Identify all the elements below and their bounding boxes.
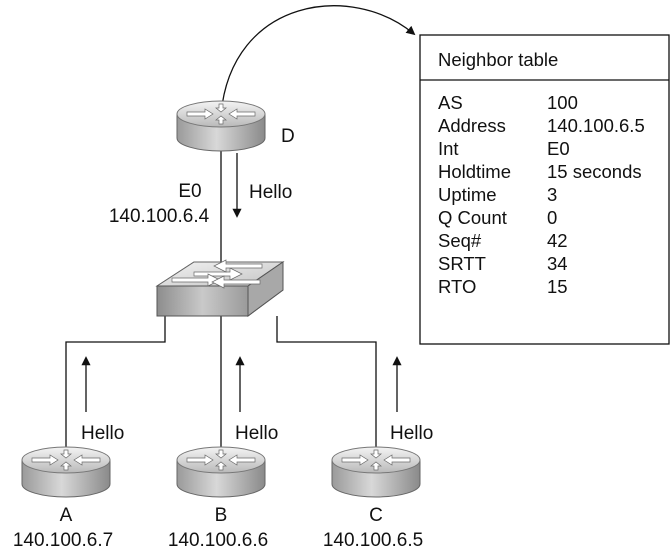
router-b-label: B: [215, 505, 228, 526]
neighbor-field-label: AS: [438, 92, 463, 113]
neighbor-field-value: 0: [547, 207, 557, 228]
hello-label-d: Hello: [249, 182, 292, 203]
router-c-address: 140.100.6.5: [323, 530, 423, 551]
cable-c-switch: [276, 316, 377, 457]
router-c-icon: [331, 446, 421, 498]
neighbor-field-value: 15: [547, 276, 568, 297]
neighbor-field-value: 100: [547, 92, 578, 113]
neighbor-field-value: E0: [547, 138, 570, 159]
hello-label-b: Hello: [235, 423, 278, 444]
neighbor-field-label: Uptime: [438, 184, 497, 205]
router-a-address: 140.100.6.7: [13, 530, 113, 551]
cable-a-switch: [65, 316, 166, 457]
hello-label-a: Hello: [81, 423, 124, 444]
neighbor-field-label: RTO: [438, 276, 476, 297]
router-a-icon: [21, 446, 111, 498]
neighbor-field-label: Address: [438, 115, 506, 136]
router-d-interface: E0: [178, 181, 201, 202]
router-d-label: D: [281, 126, 295, 147]
router-a-label: A: [60, 505, 73, 526]
hello-label-c: Hello: [390, 423, 433, 444]
router-b-address: 140.100.6.6: [168, 530, 268, 551]
neighbor-field-label: Holdtime: [438, 161, 511, 182]
router-d-icon: [176, 100, 266, 152]
neighbor-field-value: 140.100.6.5: [547, 115, 645, 136]
neighbor-field-label: Int: [438, 138, 459, 159]
cables: [65, 5, 416, 457]
router-d-address: 140.100.6.4: [109, 206, 210, 227]
neighbor-field-label: Q Count: [438, 207, 507, 228]
neighbor-field-value: 42: [547, 230, 568, 251]
hello-arrows: [81, 153, 402, 412]
neighbor-field-value: 15 seconds: [547, 161, 642, 182]
router-c-label: C: [369, 505, 383, 526]
neighbor-field-label: SRTT: [438, 253, 486, 274]
neighbor-field-value: 34: [547, 253, 568, 274]
curved-arrow-to-table: [220, 5, 416, 115]
neighbor-field-value: 3: [547, 184, 557, 205]
neighbor-table-title: Neighbor table: [438, 49, 558, 70]
switch-icon: [155, 259, 285, 317]
router-b-icon: [176, 446, 266, 498]
neighbor-field-label: Seq#: [438, 230, 482, 251]
